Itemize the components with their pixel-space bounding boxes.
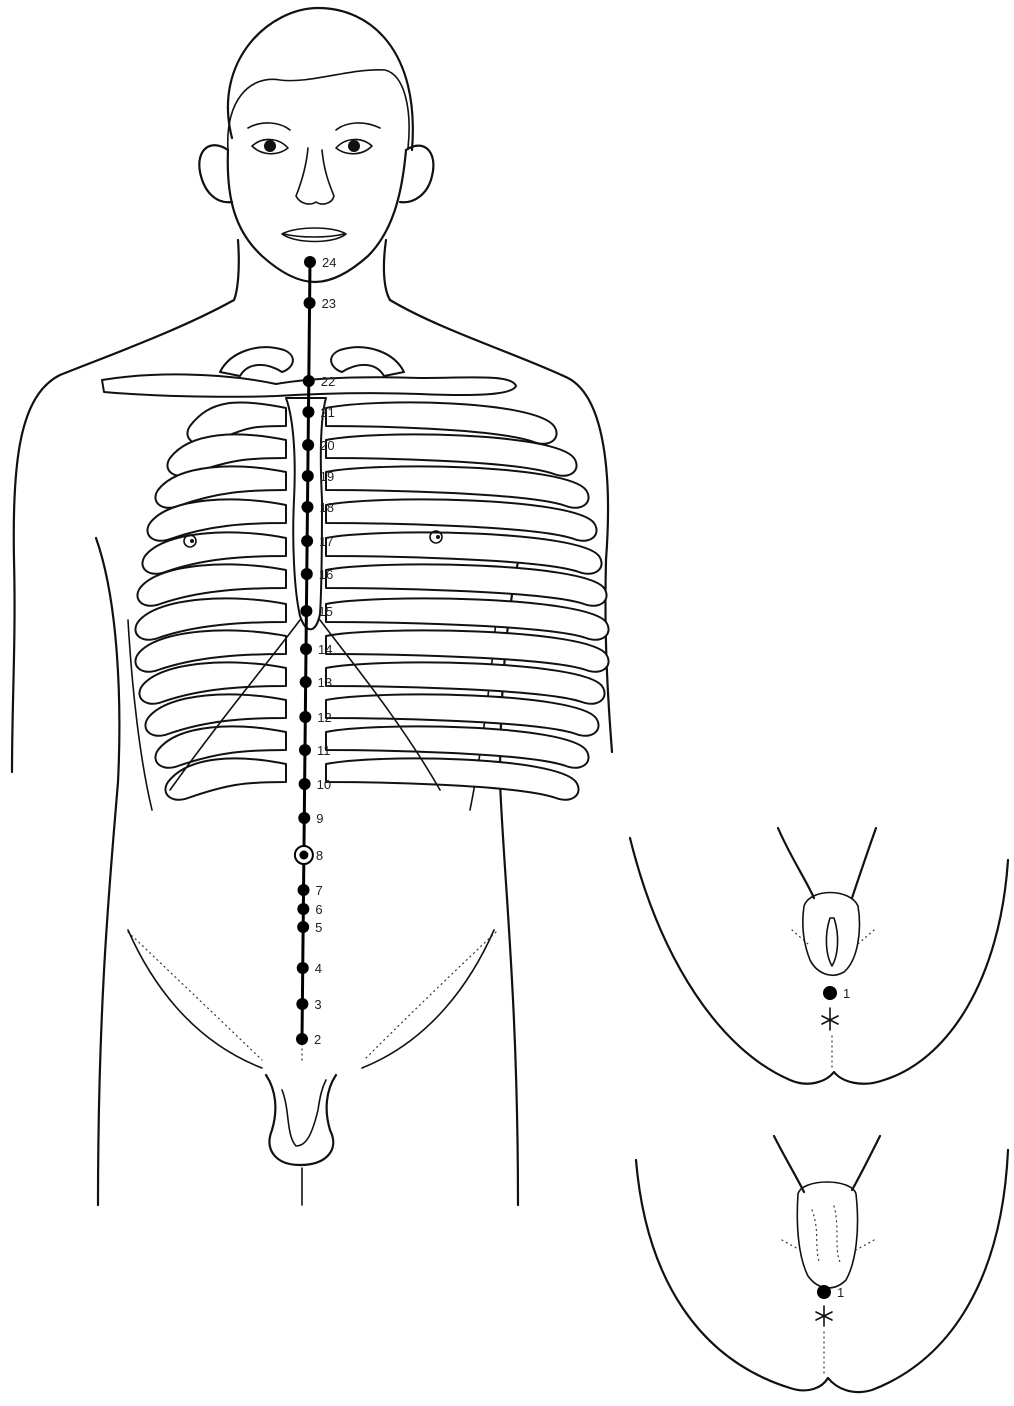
acupoint-label-16: 16	[319, 567, 333, 582]
acupoint-18	[301, 501, 313, 513]
acupoint-23	[304, 297, 316, 309]
acupoint-9	[298, 812, 310, 824]
acupoint-label-20: 20	[320, 438, 334, 453]
acupoint-3	[296, 998, 308, 1010]
acupoint-12	[299, 711, 311, 723]
acupoint-label-4: 4	[315, 961, 322, 976]
acupoint-label-21: 21	[320, 405, 334, 420]
acupoint-label-13: 13	[318, 675, 332, 690]
acupoint-label-23: 23	[322, 296, 336, 311]
acupoint-label-15: 15	[318, 604, 332, 619]
acupoint-label-17: 17	[319, 534, 333, 549]
acupoint-label-5: 5	[315, 920, 322, 935]
acupoint-label-18: 18	[319, 500, 333, 515]
acupoint-label-6: 6	[315, 902, 322, 917]
label-perineum-male: 1	[837, 1285, 844, 1300]
acupoint-17	[301, 535, 313, 547]
acupoint-14	[300, 643, 312, 655]
acupoint-22	[303, 375, 315, 387]
acupoint-21	[302, 406, 314, 418]
acupoint-label-22: 22	[321, 374, 335, 389]
acupoint-label-19: 19	[320, 469, 334, 484]
acupoint-8	[299, 851, 308, 860]
acupoint-7	[298, 884, 310, 896]
acupoint-24	[304, 256, 316, 268]
acupoint-11	[299, 744, 311, 756]
acupoint-6	[297, 903, 309, 915]
acupoint-15	[300, 605, 312, 617]
acupoint-2	[296, 1033, 308, 1045]
acupoint-13	[300, 676, 312, 688]
rib-right	[326, 758, 579, 799]
acupoint-16	[301, 568, 313, 580]
acupoint-label-10: 10	[317, 777, 331, 792]
acupoint-label-7: 7	[316, 883, 323, 898]
label-perineum-female: 1	[843, 986, 850, 1001]
acupoint-label-2: 2	[314, 1032, 321, 1047]
acupoint-label-8: 8	[316, 848, 323, 863]
head-figure	[199, 8, 433, 282]
rib-cage	[135, 402, 608, 799]
acupoint-5	[297, 921, 309, 933]
acupoint-4	[297, 962, 309, 974]
acupoint-markers: 24 23 22 21 20 19 18 17 16 15 14 13 12 11 10 9 8 7 6 5 4 3 2	[295, 255, 337, 1047]
acupoint-label-12: 12	[317, 710, 331, 725]
acupoint-label-3: 3	[314, 997, 321, 1012]
acupoint-label-14: 14	[318, 642, 332, 657]
acupoint-label-24: 24	[322, 255, 336, 270]
acupoint-20	[302, 439, 314, 451]
acupoint-label-9: 9	[316, 811, 323, 826]
male-perineum-inset: 1	[636, 1136, 1008, 1392]
female-perineum-inset: 1	[630, 828, 1008, 1084]
acupoint-10	[299, 778, 311, 790]
acupoint-19	[302, 470, 314, 482]
acupoint-label-11: 11	[317, 743, 331, 758]
